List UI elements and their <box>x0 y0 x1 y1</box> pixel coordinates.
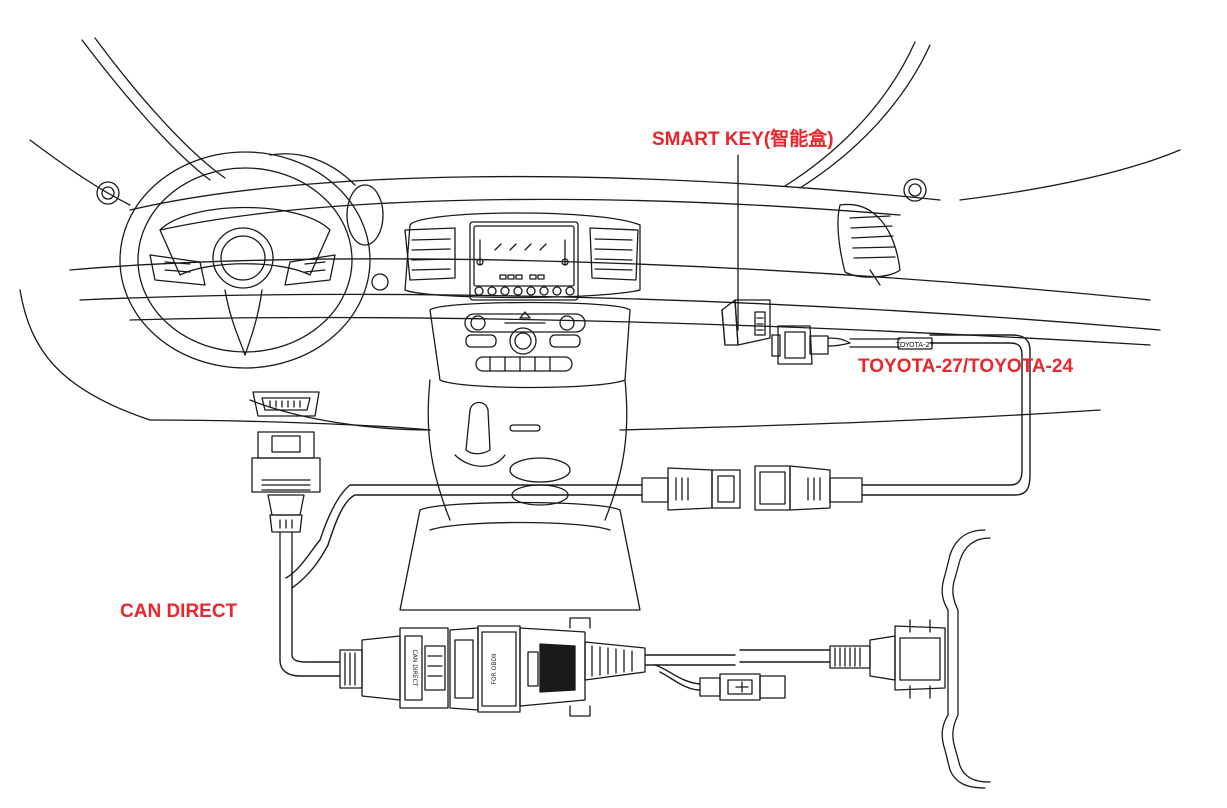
side-vent-right <box>903 178 927 202</box>
can-direct-plug-marking: CAN DIRECT <box>411 650 418 687</box>
toyota-cable-label: TOYOTA-27/TOYOTA-24 <box>858 356 1074 377</box>
smart-key-label: SMART KEY(智能盒) <box>652 129 834 150</box>
cables <box>279 334 1031 691</box>
side-vent-left <box>96 181 120 205</box>
usb-connector <box>699 673 786 701</box>
cable-tag-label: TOYOTA-27 <box>895 341 935 349</box>
obd-db15-adapter <box>449 617 646 717</box>
tablet-device <box>941 529 991 789</box>
can-direct-adapter <box>339 627 449 709</box>
steering-wheel <box>119 151 389 369</box>
cable-tag-outline <box>897 337 933 350</box>
obd-connector <box>251 431 321 561</box>
smart-key-box <box>721 299 771 346</box>
db9-connector <box>829 619 946 699</box>
windshield-outline <box>29 37 1181 206</box>
can-direct-label: CAN DIRECT <box>120 601 238 622</box>
toyota-connector <box>771 325 933 365</box>
obd-port <box>252 391 320 417</box>
obd-adapter-marking: FOR OBDII <box>491 653 498 684</box>
inline-connector-pair <box>641 465 863 511</box>
center-console <box>249 212 641 611</box>
dashboard-outline <box>19 175 1161 431</box>
